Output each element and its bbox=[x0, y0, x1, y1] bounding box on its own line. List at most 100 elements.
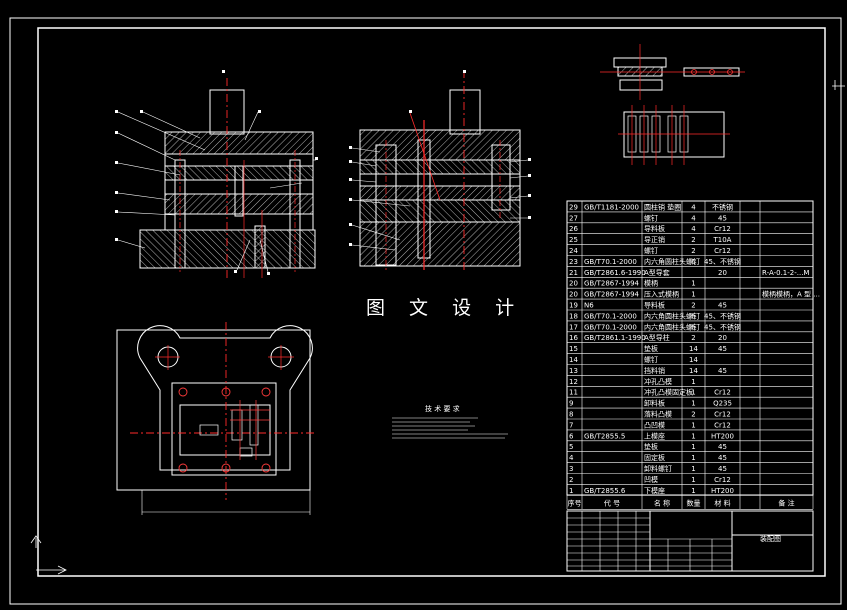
bom-cell-code: GB/T2855.5 bbox=[584, 432, 625, 440]
bom-cell-name: 凸凹模 bbox=[644, 420, 665, 429]
bom-cell-code: GB/T70.1-2000 bbox=[584, 258, 637, 266]
ucs-y-arrow-icon bbox=[30, 535, 42, 548]
punch-holder-plate bbox=[164, 165, 314, 181]
bom-cell-mat: 45、不锈钢 bbox=[704, 322, 741, 331]
bom-cell-no: 1 bbox=[569, 487, 573, 495]
bom-cell-no: 7 bbox=[569, 421, 573, 429]
bom-cell-qty: 2 bbox=[691, 236, 695, 244]
bom-cell-no: 4 bbox=[569, 454, 574, 462]
bom-cell-no: 25 bbox=[569, 236, 578, 244]
lower-die-seat bbox=[139, 229, 316, 269]
bom-cell-name: 冲孔凸模固定板 bbox=[644, 388, 693, 397]
outer-sheet-frame bbox=[9, 17, 842, 605]
bom-header-cell: 备 注 bbox=[778, 498, 794, 507]
bom-cell-mat: Cr12 bbox=[714, 225, 731, 233]
bom-cell-mat: 45 bbox=[718, 465, 727, 473]
bom-cell-no: 24 bbox=[569, 247, 578, 255]
side-die-shank bbox=[449, 89, 481, 135]
bom-cell-name: A型导套 bbox=[644, 268, 670, 277]
bom-cell-qty: 1 bbox=[691, 280, 695, 288]
bom-cell-qty: 1 bbox=[691, 443, 695, 451]
bom-row: 3 卸料螺钉 1 45 bbox=[569, 464, 727, 473]
bom-cell-qty: 4 bbox=[691, 225, 696, 233]
bom-cell-code: N6 bbox=[584, 302, 594, 310]
bom-cell-mat: 不锈钢 bbox=[712, 202, 733, 211]
bom-cell-mat: 20 bbox=[718, 334, 727, 342]
bom-cell-qty: 1 bbox=[691, 476, 695, 484]
bom-cell-name: 导料板 bbox=[644, 301, 665, 310]
bom-cell-qty: 1 bbox=[691, 400, 695, 408]
die-plate bbox=[164, 193, 314, 215]
bom-cell-qty: 4 bbox=[691, 214, 696, 222]
bom-header-cell: 名 称 bbox=[654, 498, 670, 507]
bom-cell-name: 卸料螺钉 bbox=[644, 464, 672, 473]
bom-cell-code: GB/T2867-1994 bbox=[584, 280, 640, 288]
bom-cell-no: 3 bbox=[569, 465, 573, 473]
bom-cell-name: 内六角圆柱头螺钉 bbox=[644, 311, 700, 320]
bom-cell-qty: 1 bbox=[691, 465, 695, 473]
bom-cell-name: 上模座 bbox=[644, 431, 665, 440]
tech-req-title: 技 术 要 求 bbox=[425, 404, 460, 413]
bom-cell-qty: 1 bbox=[691, 432, 695, 440]
bom-cell-note: 模柄模柄，A 型 ... bbox=[762, 290, 820, 299]
bom-cell-code: GB/T2861.1-1990 bbox=[584, 334, 646, 342]
bom-row: 12 冲孔凸模 1 bbox=[569, 377, 696, 386]
bom-cell-qty: 1 bbox=[691, 378, 695, 386]
bom-cell-mat: 20 bbox=[718, 269, 727, 277]
bom-cell-no: 26 bbox=[569, 225, 578, 233]
upper-die-seat bbox=[164, 131, 314, 155]
bom-cell-no: 20 bbox=[569, 280, 578, 288]
watermark-text: 图 文 设 计 bbox=[366, 297, 523, 319]
bom-cell-mat: HT200 bbox=[711, 487, 734, 495]
bom-cell-mat: 45、不锈钢 bbox=[704, 311, 741, 320]
bom-cell-qty: 6 bbox=[691, 323, 696, 331]
bom-cell-name: 垫板 bbox=[644, 344, 658, 353]
title-block-label: 装配图 bbox=[760, 534, 781, 543]
lower-backing-plate bbox=[164, 213, 314, 231]
bom-cell-mat: 45 bbox=[718, 443, 727, 451]
bom-cell-qty: 2 bbox=[691, 334, 695, 342]
bom-cell-no: 29 bbox=[569, 203, 578, 211]
bom-cell-mat: HT200 bbox=[711, 432, 734, 440]
crosshair-marker-icon bbox=[832, 80, 845, 90]
bom-cell-mat: Cr12 bbox=[714, 247, 731, 255]
bom-header-cell: 代 号 bbox=[604, 498, 620, 507]
bom-cell-qty: 6 bbox=[691, 258, 696, 266]
bom-cell-no: 19 bbox=[569, 302, 578, 310]
bom-cell-code: GB/T2855.6 bbox=[584, 487, 626, 495]
bom-cell-name: 导料板 bbox=[644, 224, 665, 233]
bom-cell-no: 15 bbox=[569, 345, 578, 353]
bom-cell-name: 下模座 bbox=[644, 486, 665, 495]
bom-header-cell: 数量 bbox=[687, 498, 701, 507]
bom-cell-name: 内六角圆柱头螺钉 bbox=[644, 322, 700, 331]
bom-cell-name: 卸料板 bbox=[644, 399, 665, 408]
plan-die-plate bbox=[171, 382, 277, 476]
bom-cell-name: A型导柱 bbox=[644, 333, 670, 342]
bom-cell-no: 12 bbox=[569, 378, 578, 386]
bom-cell-name: 圆柱销 垫圈 bbox=[644, 202, 681, 211]
bom-cell-mat: Cr12 bbox=[714, 389, 731, 397]
bom-cell-name: 冲孔凸模 bbox=[644, 377, 672, 386]
bom-cell-qty: 14 bbox=[689, 345, 698, 353]
bom-cell-qty: 14 bbox=[689, 367, 698, 375]
bom-cell-name: 螺钉 bbox=[644, 246, 658, 255]
bom-cell-qty: 1 bbox=[691, 291, 695, 299]
bom-cell-qty: 4 bbox=[691, 203, 696, 211]
bom-cell-qty: 1 bbox=[691, 487, 695, 495]
bom-cell-qty: 2 bbox=[691, 411, 695, 419]
